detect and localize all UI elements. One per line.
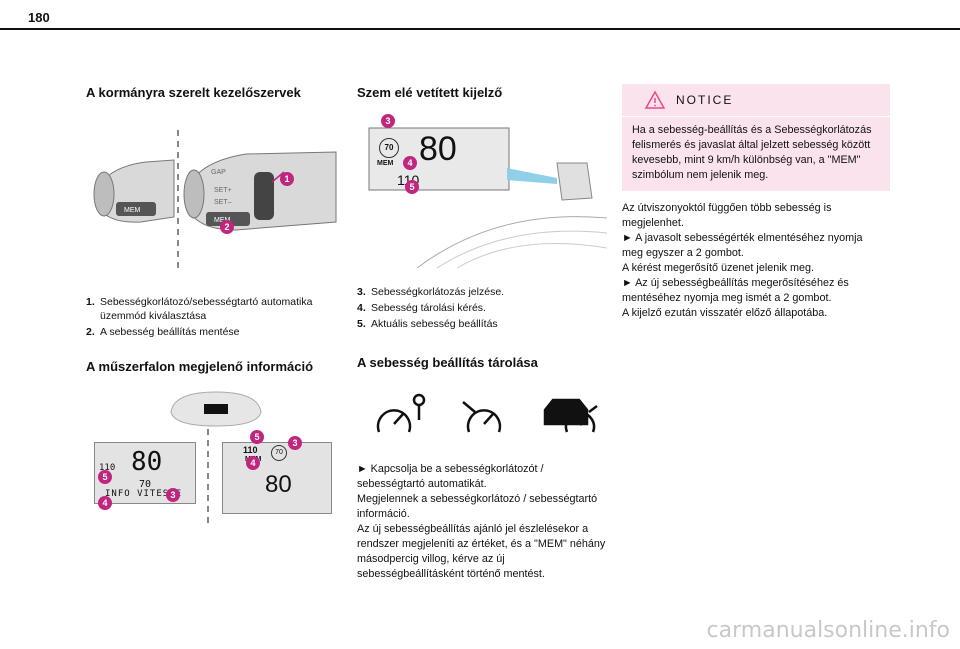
badge-1: 1 bbox=[280, 172, 294, 186]
right-column-text: Az útviszonyoktól függően több sebesség … bbox=[622, 202, 863, 319]
list-item: 3.Sebességkorlátozás jelzése. bbox=[357, 286, 505, 298]
hud-list: 3.Sebességkorlátozás jelzése. 4.Sebesség… bbox=[357, 285, 612, 331]
list-item: 4.Sebesség tárolási kérés. bbox=[357, 302, 486, 314]
badge-3: 3 bbox=[166, 488, 180, 502]
svg-text:MEM: MEM bbox=[124, 207, 141, 214]
warning-triangle-icon bbox=[644, 90, 666, 109]
steering-controls-figure: MEM MEM GAP SET+ SET– 1 2 bbox=[86, 112, 344, 277]
speed-storage-text: ► Kapcsolja be a sebességkorlátozót / se… bbox=[357, 463, 606, 580]
badge-2: 2 bbox=[220, 220, 234, 234]
lcd-speed: 80 bbox=[131, 447, 163, 477]
heading-hud: Szem elé vetített kijelző bbox=[357, 85, 503, 100]
svg-text:SET–: SET– bbox=[214, 199, 232, 206]
top-rule bbox=[0, 28, 960, 30]
notice-title: NOTICE bbox=[676, 93, 734, 107]
notice-box: NOTICE Ha a sebesség-beállítás és a Sebe… bbox=[622, 84, 890, 191]
hud-speed: 80 bbox=[419, 130, 457, 168]
svg-text:SET+: SET+ bbox=[214, 187, 232, 194]
notice-text: Ha a sebesség-beállítás és a Sebességkor… bbox=[632, 124, 872, 181]
list-item: 5.Aktuális sebesség beállítás bbox=[357, 318, 498, 330]
badge-4c: 4 bbox=[403, 156, 417, 170]
hud-illustration bbox=[368, 127, 608, 269]
badge-4b: 4 bbox=[246, 456, 260, 470]
badge-3b: 3 bbox=[288, 436, 302, 450]
badge-4: 4 bbox=[98, 496, 112, 510]
lcd-limit-sign: 70 bbox=[271, 445, 287, 461]
cluster-display-right: 110 MEM 70 80 bbox=[222, 442, 332, 514]
list-item: 2.A sebesség beállítás mentése bbox=[86, 326, 240, 338]
speedometer-icons bbox=[376, 393, 598, 433]
hud-mem: MEM bbox=[377, 160, 394, 167]
hud-limit-sign: 70 bbox=[379, 138, 399, 158]
badge-5: 5 bbox=[98, 470, 112, 484]
speed-icons-row bbox=[357, 380, 612, 450]
lcd-speed-right: 80 bbox=[265, 471, 292, 498]
list-item: 1.Sebességkorlátozó/sebességtartó automa… bbox=[86, 296, 313, 322]
instrument-figure: 80 110 70 INFO VITESSE 110 MEM 70 80 5 4… bbox=[86, 384, 344, 524]
cruise-control-icon bbox=[462, 401, 502, 433]
page-number: 180 bbox=[28, 10, 50, 25]
speed-limiter-icon bbox=[376, 393, 426, 433]
watermark: carmanualsonline.info bbox=[706, 618, 950, 643]
hud-figure: 70 80 MEM 110 3 4 5 bbox=[357, 108, 612, 273]
lcd-set-speed: 70 bbox=[139, 479, 152, 490]
right-column: NOTICE Ha a sebesség-beállítás és a Sebe… bbox=[622, 60, 892, 321]
svg-text:GAP: GAP bbox=[211, 169, 226, 176]
heading-instrument-info: A műszerfalon megjelenő információ bbox=[86, 359, 314, 374]
heading-speed-storage: A sebesség beállítás tárolása bbox=[357, 355, 538, 370]
instrument-cluster-illustration bbox=[170, 391, 262, 524]
lcd-top-speed: 110 bbox=[243, 445, 258, 455]
middle-column: Szem elé vetített kijelző 70 80 MEM 110 … bbox=[357, 60, 612, 582]
heading-steering-controls: A kormányra szerelt kezelőszervek bbox=[86, 85, 301, 100]
badge-5c: 5 bbox=[405, 180, 419, 194]
lcd-info: INFO VITESSE bbox=[105, 489, 183, 499]
badge-5b: 5 bbox=[250, 430, 264, 444]
steering-stalk-illustration: MEM MEM GAP SET+ SET– bbox=[93, 130, 337, 272]
lcd-small-speed: 110 bbox=[99, 463, 116, 473]
notice-header: NOTICE bbox=[622, 84, 890, 117]
badge-3c: 3 bbox=[381, 114, 395, 128]
left-column: A kormányra szerelt kezelőszervek MEM ME… bbox=[86, 60, 344, 524]
steering-controls-list: 1.Sebességkorlátozó/sebességtartó automa… bbox=[86, 295, 344, 339]
adaptive-cruise-icon bbox=[543, 398, 598, 433]
